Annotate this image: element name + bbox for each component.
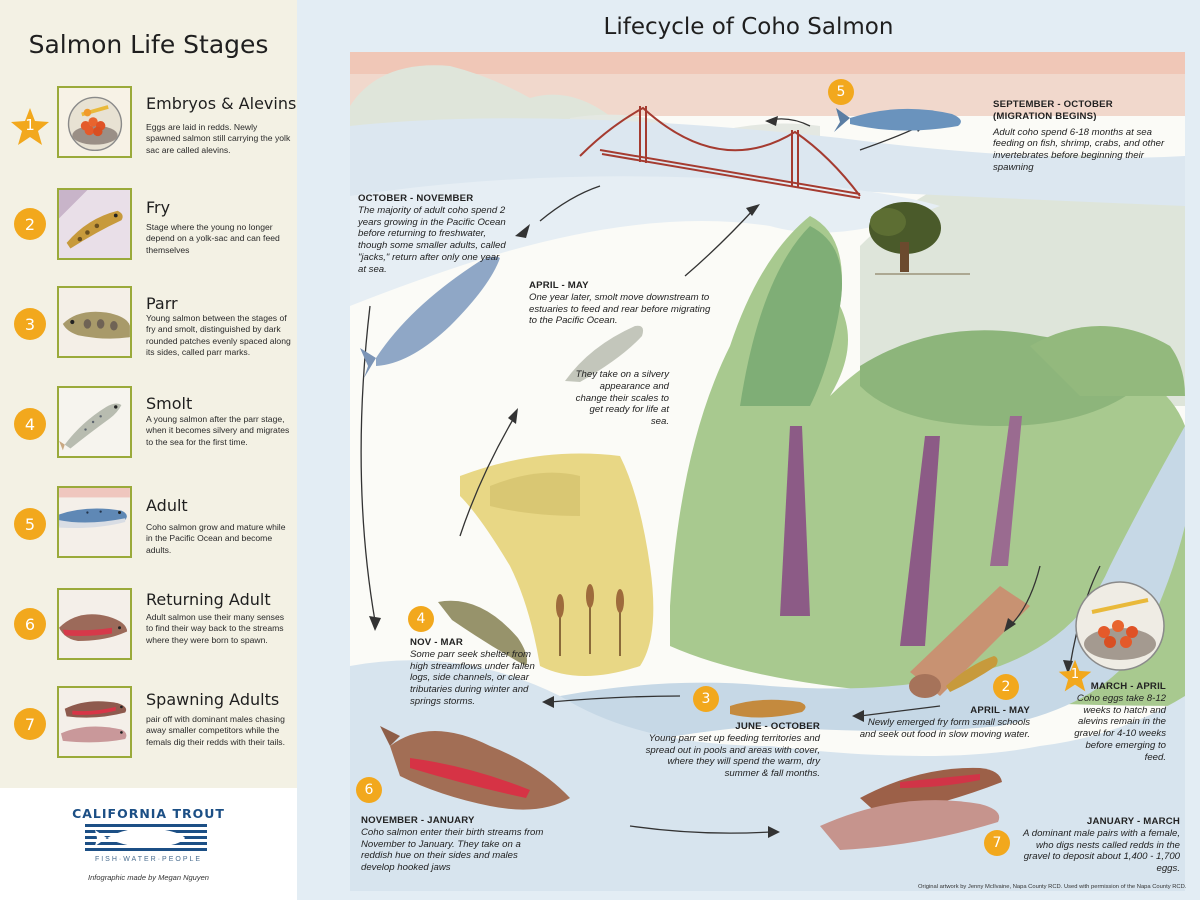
fry-fish [946, 656, 998, 692]
caption-heading: SEPTEMBER - OCTOBER (MIGRATION BEGINS) [993, 99, 1113, 122]
caption-heading: JANUARY - MARCH [1086, 816, 1180, 827]
logo-name: CALIFORNIA TROUT [72, 806, 225, 821]
caption-nov-mar: NOV - MAR Some parr seek shelter from hi… [410, 637, 535, 708]
caption-heading: OCTOBER - NOVEMBER [358, 193, 474, 204]
caption-apr-may-smolt: APRIL - MAY One year later, smolt move d… [529, 280, 714, 327]
caption-text: Coho salmon enter their birth streams fr… [361, 826, 544, 874]
returning-adult-thumbnail [57, 588, 132, 660]
caption-text: A dominant male pairs with a female, who… [1023, 827, 1180, 875]
caption-apr-may-fry: APRIL - MAY Newly emerged fry form small… [852, 705, 1030, 740]
step-badge: 2 [993, 674, 1019, 700]
stage-name: Spawning Adults [146, 690, 280, 709]
spawning-adults-thumbnail [57, 686, 132, 758]
step-badge: 6 [356, 777, 382, 803]
caption-mar-apr: MARCH - APRIL Coho eggs take 8-12 weeks … [1070, 681, 1166, 764]
caption-text: The majority of adult coho spend 2 years… [358, 204, 506, 275]
life-stages-panel: Salmon Life Stages 1 Embryos & Alevins E… [0, 0, 297, 900]
eggs-inset [1075, 581, 1165, 671]
stage-name: Fry [146, 198, 171, 217]
stage-description: pair off with dominant males chasing awa… [146, 714, 285, 747]
golden-gate-bridge [579, 106, 861, 199]
stage-fry: 2 Fry Stage where the young no longer de… [0, 186, 297, 286]
caption-jan-mar: JANUARY - MARCH A dominant male pairs wi… [1018, 816, 1180, 875]
stage-name: Smolt [146, 394, 193, 413]
caption-text: Young parr set up feeding territories an… [645, 732, 820, 780]
caption-nov-jan: NOVEMBER - JANUARY Coho salmon enter the… [361, 815, 551, 874]
stage-description: Adult salmon use their many senses to fi… [146, 612, 285, 645]
smolt-fish [565, 325, 644, 382]
stage-adult: 5 Adult Coho salmon grow and mature whil… [0, 486, 297, 586]
returning-adult-salmon [360, 256, 500, 378]
stage-name: Embryos & Alevins [146, 94, 297, 113]
caption-heading: NOV - MAR [410, 637, 463, 648]
stage-badge: 7 [14, 708, 46, 740]
stage-description: Coho salmon grow and mature while in the… [146, 522, 286, 555]
caption-sep-oct: SEPTEMBER - OCTOBER (MIGRATION BEGINS) A… [993, 99, 1168, 174]
parr-fish-jun-oct [730, 699, 806, 718]
caption-apr-may-smolt-note: They take on a silvery appearance and ch… [575, 369, 669, 428]
caption-heading: APRIL - MAY [529, 280, 589, 291]
stage-name: Returning Adult [146, 590, 271, 609]
adult-thumbnail [57, 486, 132, 558]
stage-description: Stage where the young no longer depend o… [146, 222, 280, 255]
parr-fish-nov-mar [438, 600, 527, 666]
caption-heading: NOVEMBER - JANUARY [361, 815, 475, 826]
stage-description: Young salmon between the stages of fry a… [146, 313, 291, 357]
stage-badge: 5 [14, 508, 46, 540]
caption-text: One year later, smolt move downstream to… [529, 291, 711, 327]
stage-number: 1 [25, 116, 35, 134]
trout-logo-icon [85, 824, 207, 851]
caption-text: Adult coho spend 6-18 months at sea feed… [993, 126, 1165, 173]
stage-name: Parr [146, 294, 178, 313]
step-badge: 5 [828, 79, 854, 105]
stage-badge: 6 [14, 608, 46, 640]
smolt-thumbnail [57, 386, 132, 458]
returning-adult-red-salmon [380, 726, 570, 810]
caption-text: Newly emerged fry form small schools and… [859, 716, 1030, 740]
stage-badge: 4 [14, 408, 46, 440]
spawning-pair [820, 767, 1002, 850]
stage-badge: 3 [14, 308, 46, 340]
stage-smolt: 4 Smolt A young salmon after the parr st… [0, 386, 297, 486]
artwork-credit: Original artwork by Jenny McIlvaine, Nap… [918, 884, 1187, 890]
eggs-alevin-thumbnail [57, 86, 132, 158]
step-badge: 3 [693, 686, 719, 712]
caption-heading: JUNE - OCTOBER [735, 721, 820, 732]
adult-salmon-ocean [834, 108, 961, 132]
caption-oct-nov: OCTOBER - NOVEMBER The majority of adult… [358, 193, 508, 276]
stage-parr: 3 Parr Young salmon between the stages o… [0, 286, 297, 386]
stage-name: Adult [146, 496, 188, 515]
caption-heading: MARCH - APRIL [1090, 681, 1166, 692]
stage-embryos-alevins: 1 Embryos & Alevins Eggs are laid in red… [0, 86, 297, 186]
oak-tree-icon [869, 202, 970, 275]
stage-description: A young salmon after the parr stage, whe… [146, 414, 290, 447]
stage-description: Eggs are laid in redds. Newly spawned sa… [146, 122, 291, 155]
star-badge-icon: 1 [1057, 658, 1093, 694]
fry-thumbnail [57, 188, 132, 260]
infographic-credit: Infographic made by Megan Nguyen [88, 873, 209, 882]
stage-returning-adult: 6 Returning Adult Adult salmon use their… [0, 586, 297, 686]
parr-thumbnail [57, 286, 132, 358]
caption-jun-oct: JUNE - OCTOBER Young parr set up feeding… [640, 721, 820, 780]
step-number: 1 [1070, 667, 1080, 682]
caption-heading: APRIL - MAY [970, 705, 1030, 716]
main-title: Lifecycle of Coho Salmon [603, 14, 894, 40]
caption-text: Coho eggs take 8-12 weeks to hatch and a… [1074, 692, 1166, 763]
stage-badge: 2 [14, 208, 46, 240]
california-trout-logo: CALIFORNIA TROUT FISH·WATER·PEOPLE Infog… [0, 788, 297, 900]
step-badge: 7 [984, 830, 1010, 856]
panel-title: Salmon Life Stages [28, 30, 269, 59]
stage-spawning-adults: 7 Spawning Adults pair off with dominant… [0, 686, 297, 786]
step-badge: 4 [408, 606, 434, 632]
logo-tagline: FISH·WATER·PEOPLE [94, 856, 203, 863]
star-badge-icon: 1 [9, 106, 51, 148]
caption-text: Some parr seek shelter from high streamf… [410, 648, 535, 707]
